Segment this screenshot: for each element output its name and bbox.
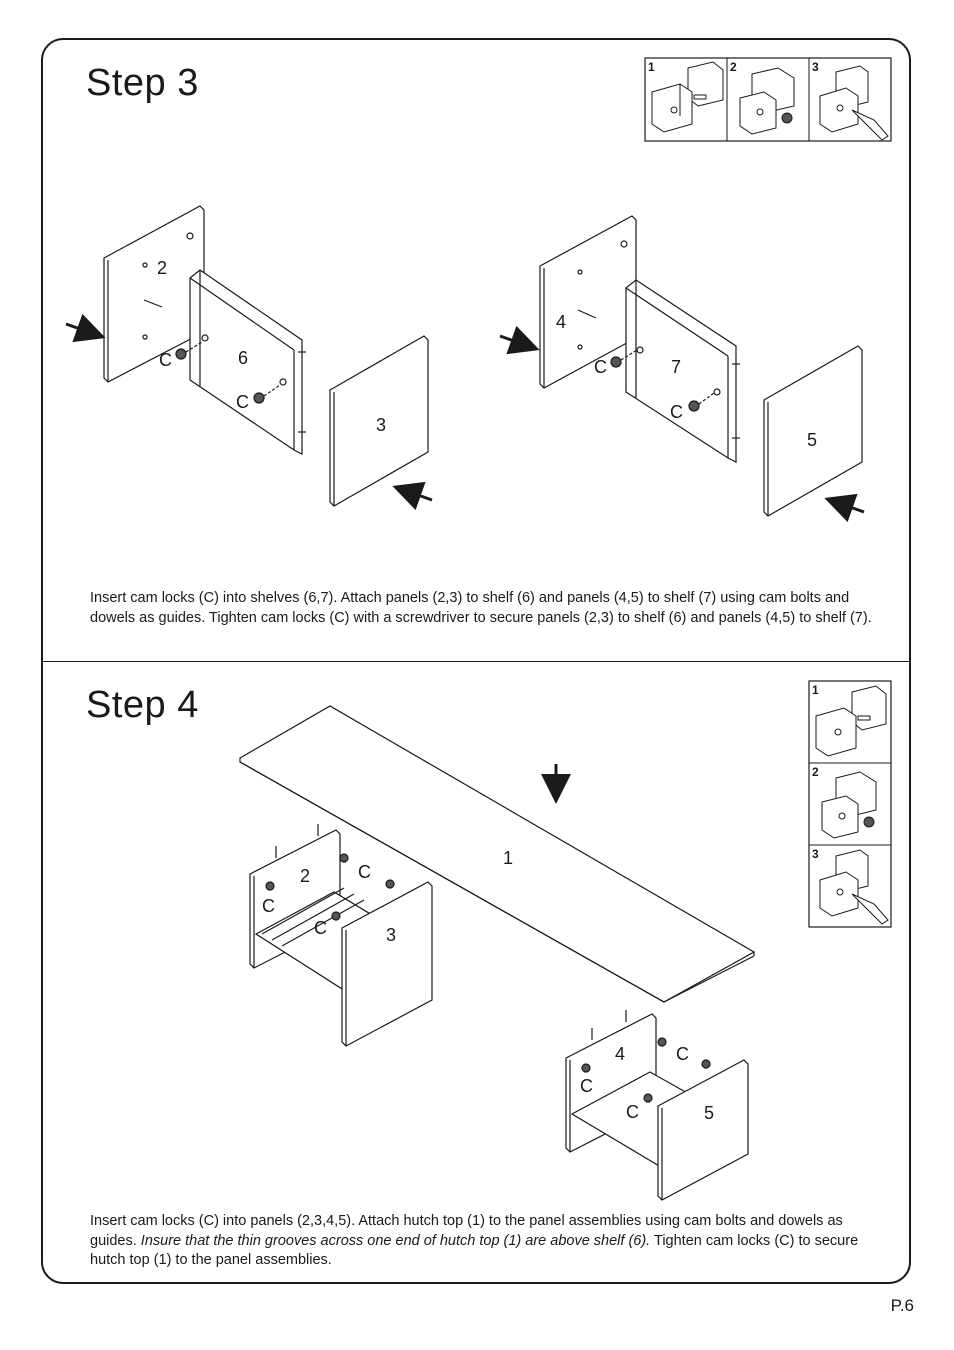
cam-insert-detail-icon bbox=[739, 67, 795, 135]
label-cam-s4-2: C bbox=[358, 862, 371, 882]
label-cam-s4-4: C bbox=[580, 1076, 593, 1096]
label-cam-s3-3: C bbox=[594, 357, 607, 377]
cam-bolt-detail-icon bbox=[815, 685, 887, 757]
step4-detail-num-2: 2 bbox=[812, 765, 819, 779]
label-panel-3-s3: 3 bbox=[376, 415, 386, 435]
label-panel-2-s4: 2 bbox=[300, 866, 310, 886]
cam-bolt-detail-icon bbox=[651, 61, 724, 133]
step3-detail-num-1: 1 bbox=[648, 60, 655, 74]
step4-instruction-c: Tighten cam locks (C) to secure hutch to… bbox=[90, 1232, 859, 1269]
label-panel-4-s3: 4 bbox=[556, 312, 566, 332]
label-shelf-7: 7 bbox=[671, 357, 681, 377]
label-cam-s4-3: C bbox=[314, 918, 327, 938]
step3-instruction: Insert cam locks (C) into shelves (6,7).… bbox=[90, 590, 872, 626]
step4-instruction: Insert cam locks (C) into panels (2,3,4,… bbox=[90, 1212, 870, 1271]
step3-assembly-left bbox=[65, 205, 433, 511]
step3-detail-num-3: 3 bbox=[812, 60, 819, 74]
step-divider bbox=[41, 661, 911, 662]
label-cam-s4-1: C bbox=[262, 896, 275, 916]
label-cam-s4-5: C bbox=[676, 1044, 689, 1064]
panel-5 bbox=[763, 345, 863, 517]
label-panel-5-s4: 5 bbox=[704, 1103, 714, 1123]
step4-detail-box: 1 2 3 bbox=[808, 680, 892, 928]
label-top-1: 1 bbox=[503, 848, 513, 868]
step4-title: Step 4 bbox=[86, 684, 199, 726]
step4-detail-num-1: 1 bbox=[812, 683, 819, 697]
step3-detail-num-2: 2 bbox=[730, 60, 737, 74]
screwdriver-detail-icon bbox=[819, 849, 889, 925]
label-panel-2-s3: 2 bbox=[157, 258, 167, 278]
label-panel-4-s4: 4 bbox=[615, 1044, 625, 1064]
label-cam-s3-1: C bbox=[159, 350, 172, 370]
screwdriver-detail-icon bbox=[819, 65, 889, 141]
step3-detail-box: 1 2 3 bbox=[644, 57, 892, 142]
step4-instruction-b: Insure that the thin grooves across one … bbox=[140, 1232, 651, 1249]
panel-3 bbox=[329, 335, 429, 507]
step4-detail-num-3: 3 bbox=[812, 847, 819, 861]
step4-assembly-right bbox=[565, 1010, 749, 1201]
label-cam-s3-4: C bbox=[670, 402, 683, 422]
label-shelf-6: 6 bbox=[238, 348, 248, 368]
page-number: P.6 bbox=[890, 1296, 914, 1315]
cam-insert-detail-icon bbox=[821, 771, 877, 839]
label-cam-s4-6: C bbox=[626, 1102, 639, 1122]
hutch-top-1 bbox=[239, 705, 756, 1003]
panel-2 bbox=[103, 205, 205, 383]
label-panel-5-s3: 5 bbox=[807, 430, 817, 450]
step3-assembly-right bbox=[499, 215, 865, 523]
label-cam-s3-2: C bbox=[236, 392, 249, 412]
label-panel-3-s4: 3 bbox=[386, 925, 396, 945]
step3-title: Step 3 bbox=[86, 62, 199, 104]
step4-assembly-left bbox=[249, 824, 433, 1047]
step4-instruction-a: Insert cam locks (C) into panels (2,3,4,… bbox=[90, 1213, 843, 1249]
